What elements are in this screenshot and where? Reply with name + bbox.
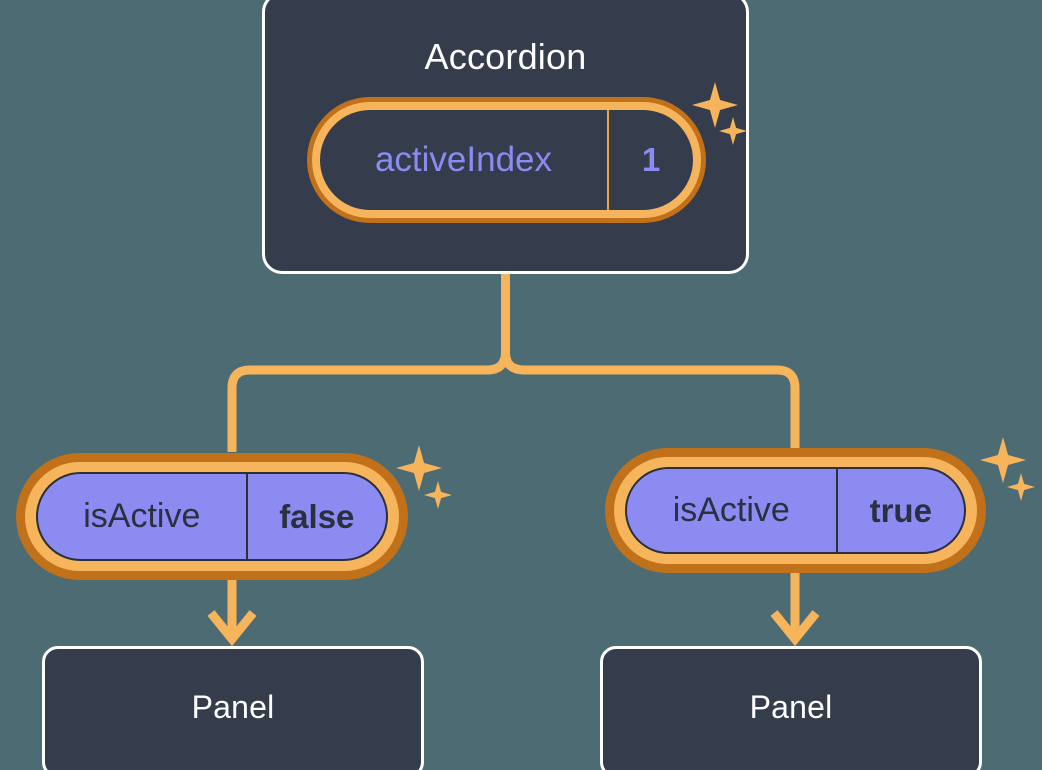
connector-branch-right [501, 351, 800, 450]
panel-title: Panel [749, 689, 833, 725]
pill-body: isActive true [625, 467, 966, 554]
pill-body: isActive false [36, 472, 388, 561]
state-pill-is-active-true[interactable]: isActive true [605, 448, 986, 573]
sparkle-icon [396, 445, 442, 491]
panel-title: Panel [191, 689, 275, 725]
sparkle-icon [424, 481, 452, 509]
state-value-label: false [245, 474, 386, 559]
pill-body: activeIndex 1 [320, 110, 693, 210]
component-node-panel-left[interactable]: Panel [42, 646, 424, 770]
state-pill-active-index[interactable]: activeIndex 1 [307, 97, 706, 223]
connector-arrow-right-head [770, 610, 820, 647]
state-key-label: isActive [672, 491, 790, 529]
state-key-label: isActive [83, 497, 201, 535]
connector-branch-left [227, 351, 510, 452]
state-pill-is-active-false[interactable]: isActive false [16, 453, 408, 580]
state-key-label: activeIndex [374, 140, 553, 179]
state-value-label: true [835, 469, 964, 552]
connector-arrow-left-head [207, 610, 257, 647]
sparkle-icon [1007, 473, 1035, 501]
accordion-title: Accordion [424, 36, 587, 77]
component-node-panel-right[interactable]: Panel [600, 646, 982, 770]
state-value-label: 1 [607, 110, 693, 210]
sparkle-icon [980, 437, 1026, 483]
